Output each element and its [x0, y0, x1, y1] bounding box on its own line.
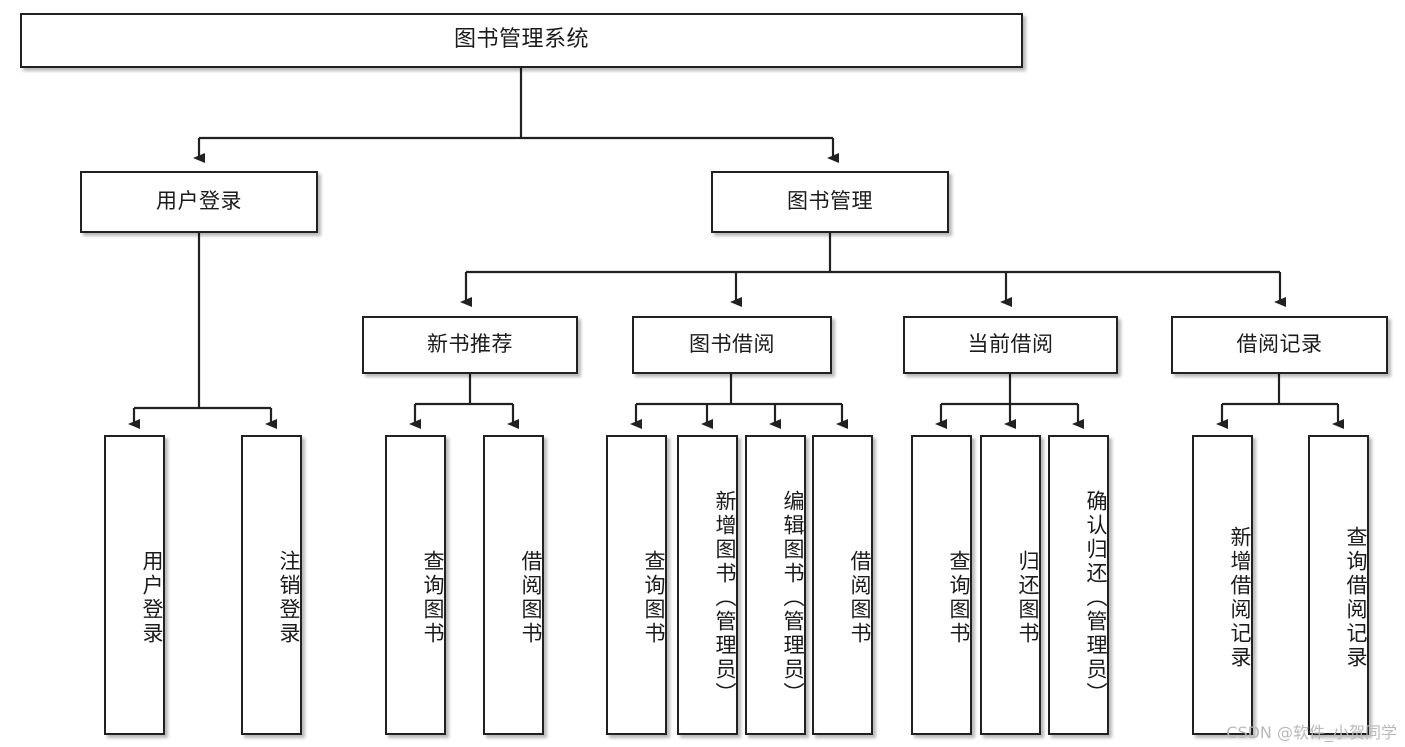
node-label: 新增图书（管理员）: [713, 490, 737, 706]
leaf-current-borrow-query[interactable]: 查询图书: [911, 435, 972, 735]
leaf-book-borrow-borrow[interactable]: 借阅图书: [812, 435, 873, 735]
node-label: 查询借阅记录: [1344, 526, 1368, 670]
leaf-new-book-borrow[interactable]: 借阅图书: [483, 435, 544, 735]
node-label: 图书管理系统: [453, 27, 589, 53]
leaf-book-borrow-query[interactable]: 查询图书: [606, 435, 667, 735]
leaf-borrow-record-query[interactable]: 查询借阅记录: [1308, 435, 1369, 735]
node-label: 图书借阅: [689, 332, 775, 357]
leaf-book-borrow-edit[interactable]: 编辑图书（管理员）: [745, 435, 806, 735]
node-label: 借阅图书: [519, 550, 543, 646]
node-label: 查询图书: [642, 550, 666, 646]
node-new-book-recommend[interactable]: 新书推荐: [362, 316, 578, 374]
node-label: 确认归还（管理员）: [1084, 490, 1108, 706]
node-label: 归还图书: [1016, 550, 1040, 646]
node-label: 编辑图书（管理员）: [781, 490, 805, 706]
leaf-current-borrow-return[interactable]: 归还图书: [980, 435, 1041, 735]
node-book-borrow[interactable]: 图书借阅: [632, 316, 832, 374]
node-label: 借阅图书: [848, 550, 872, 646]
node-label: 图书管理: [787, 189, 873, 214]
node-current-borrow[interactable]: 当前借阅: [903, 316, 1118, 374]
leaf-book-borrow-add[interactable]: 新增图书（管理员）: [677, 435, 738, 735]
node-label: 新增借阅记录: [1228, 526, 1252, 670]
watermark-text: CSDN @软件_小贺同学: [1226, 723, 1397, 742]
leaf-user-login-logout[interactable]: 注销登录: [241, 435, 302, 735]
leaf-current-borrow-confirm-return[interactable]: 确认归还（管理员）: [1048, 435, 1109, 735]
node-label: 查询图书: [947, 550, 971, 646]
node-borrow-record[interactable]: 借阅记录: [1171, 316, 1388, 374]
leaf-user-login-login[interactable]: 用户登录: [104, 435, 165, 735]
node-label: 查询图书: [421, 550, 445, 646]
leaf-new-book-query[interactable]: 查询图书: [385, 435, 446, 735]
node-label: 新书推荐: [427, 332, 513, 357]
node-label: 用户登录: [156, 189, 242, 214]
node-label: 用户登录: [140, 550, 164, 646]
node-user-login[interactable]: 用户登录: [80, 171, 318, 233]
node-label: 当前借阅: [967, 332, 1054, 357]
leaf-borrow-record-add[interactable]: 新增借阅记录: [1192, 435, 1253, 735]
node-label: 注销登录: [277, 550, 301, 646]
node-label: 借阅记录: [1236, 332, 1323, 357]
node-root-system[interactable]: 图书管理系统: [20, 13, 1023, 68]
node-book-management[interactable]: 图书管理: [711, 171, 949, 233]
